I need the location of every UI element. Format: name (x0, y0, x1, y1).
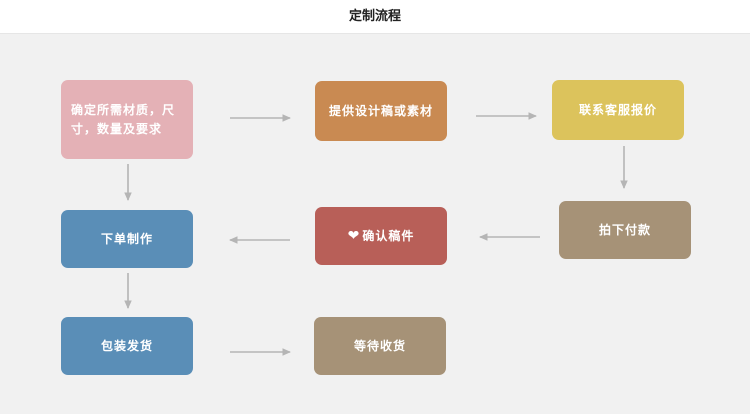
step-pay: 拍下付款 (559, 201, 691, 259)
heart-icon: ❤ (347, 227, 361, 244)
step-wait-receive-label: 等待收货 (353, 338, 406, 353)
page-title: 定制流程 (348, 9, 401, 24)
step-pay-label: 拍下付款 (598, 222, 651, 237)
step-confirm-needs-label: 确定所需材质，尺寸，数量及要求 (71, 102, 176, 136)
step-provide-material-label: 提供设计稿或素材 (328, 103, 433, 118)
step-wait-receive: 等待收货 (314, 317, 446, 375)
step-contact-service: 联系客服报价 (552, 80, 684, 140)
step-confirm-draft: ❤ 确认稿件 (315, 207, 447, 265)
step-confirm-needs: 确定所需材质，尺寸，数量及要求 (61, 80, 193, 159)
step-confirm-draft-label: 确认稿件 (362, 228, 415, 243)
step-contact-service-label: 联系客服报价 (578, 102, 657, 117)
step-place-order: 下单制作 (61, 210, 193, 268)
header-bar: 定制流程 (0, 0, 750, 34)
step-place-order-label: 下单制作 (100, 231, 153, 246)
step-provide-material: 提供设计稿或素材 (315, 81, 447, 141)
step-package-ship-label: 包装发货 (100, 338, 153, 353)
step-package-ship: 包装发货 (61, 317, 193, 375)
